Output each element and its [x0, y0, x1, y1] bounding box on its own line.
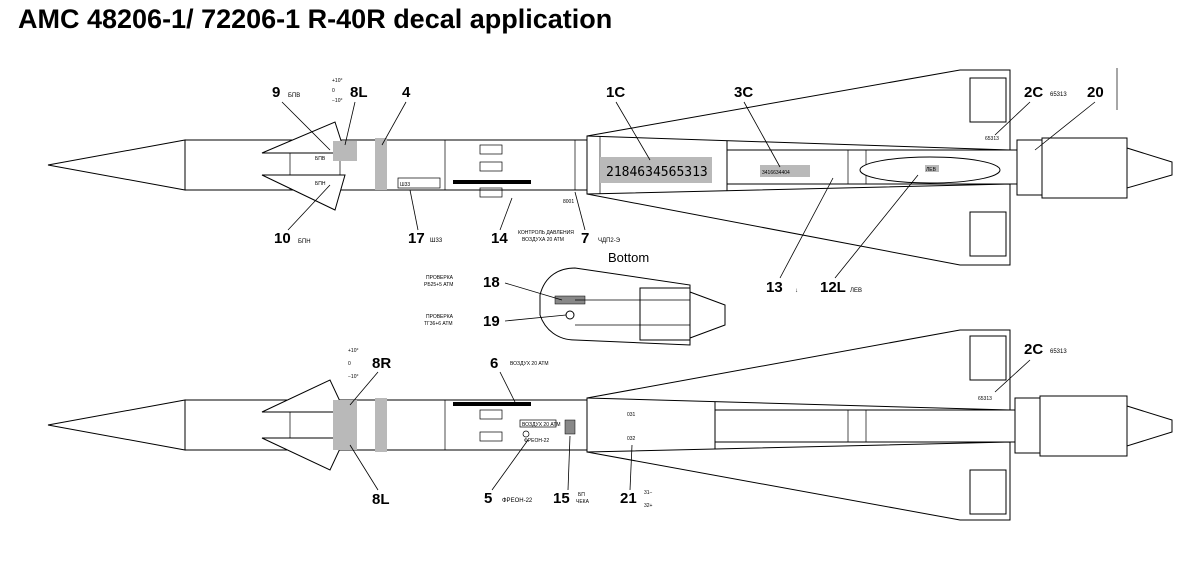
callout-12L-text: ЛЕВ [850, 288, 862, 294]
callout-19-number: 19 [483, 313, 500, 330]
decal-031: 031 [627, 412, 636, 418]
canard-lower-lower [261, 437, 346, 471]
decal-bpn: БПН [315, 181, 326, 187]
canard-upper-top [261, 121, 346, 154]
angle-mark-minus-lower: −10° [348, 374, 358, 380]
decal-sh: Ш33 [400, 182, 410, 188]
callout-5-number: 5 [484, 490, 492, 507]
callout-18-text-line2: РБ25+5 АТМ [424, 282, 453, 288]
wing-lower-top [586, 183, 1011, 266]
nose-cone-lower [47, 399, 186, 451]
callout-13-number: 13 [766, 279, 783, 296]
decal-12L-text: ЛЕВ [926, 167, 937, 173]
callout-14-number: 14 [491, 230, 508, 247]
rudder-upper-top [969, 77, 1007, 123]
callout-9-text: БПВ [288, 93, 300, 99]
callout-8L-lower-number: 8L [372, 491, 390, 508]
callout-2C-top-number: 2C [1024, 84, 1043, 101]
decal-12L-panel [925, 165, 939, 172]
callouts-bottom-detail: ПРОВЕРКА РБ25+5 АТМ 18 ПРОВЕРКА ТГ36+6 А… [424, 274, 567, 330]
callout-15-number: 15 [553, 490, 570, 507]
callout-21-number: 21 [620, 490, 637, 507]
missile-bottom-detail [539, 267, 726, 346]
wing-upper-lower [586, 329, 1011, 411]
page-title: AMC 48206-1/ 72206-1 R-40R decal applica… [18, 4, 613, 34]
callout-10-text: БПН [298, 239, 311, 245]
decal-1C-serial: 2184634565313 [606, 165, 708, 180]
decal-bpv: БПВ [315, 156, 326, 162]
decal-freon: ФРЕОН-22 [524, 438, 549, 444]
callout-15-text-line2: ЧЕКА [576, 499, 590, 505]
nose-cone-top [47, 139, 186, 191]
decal-band-8L [333, 141, 357, 161]
canard-lower-top [261, 174, 346, 211]
decal-2C-tail-number-top: 65313 [985, 136, 999, 142]
decal-band-4 [375, 138, 387, 190]
decal-8001: 8001 [563, 199, 574, 205]
decal-3C-serial: 3416634404 [762, 170, 790, 176]
missile-top-view: 2184634565313 3416634404 ЛЕВ 65313 БПВ Б… [47, 68, 1173, 266]
wing-upper-top [586, 69, 1011, 151]
callout-1C-number: 1C [606, 84, 625, 101]
callout-19-text-line2: ТГ36+6 АТМ [424, 321, 453, 327]
callout-21-text-line2: 32+ [644, 503, 653, 509]
callout-9-number: 9 [272, 84, 280, 101]
angle-mark-minus-top: −10° [332, 98, 342, 104]
callout-12L-number: 12L [820, 279, 846, 296]
callout-19-text-line1: ПРОВЕРКА [426, 314, 454, 320]
decal-032: 032 [627, 436, 636, 442]
callout-10-number: 10 [274, 230, 291, 247]
callout-6-text: ВОЗДУХ 20 АТМ [510, 361, 549, 367]
callout-2C-lower-number: 2C [1024, 341, 1043, 358]
callout-7-number: 7 [581, 230, 589, 247]
callout-7-text: ЧДП2-Э [598, 238, 621, 244]
callout-18-number: 18 [483, 274, 500, 291]
wing-lower-lower [586, 441, 1011, 521]
missile-lower-view: ВОЗДУХ 20 АТМ ФРЕОН-22 031 032 65313 +10… [47, 329, 1173, 521]
callout-2C-lower-text: 65313 [1050, 349, 1067, 355]
callouts-lower: 8R 6 ВОЗДУХ 20 АТМ 2C 65313 8L 5 ФРЕОН-2… [349, 341, 1067, 509]
callout-13-text: ↓ [795, 288, 798, 294]
tail-cone-top [1126, 147, 1173, 189]
callout-21-text-line1: 31− [644, 490, 653, 496]
angle-mark-plus-lower: +10° [348, 348, 358, 354]
callouts-top: 9 БПВ 8L 4 1C 3C 2C 65313 20 10 БПН 17 Ш… [272, 84, 1104, 296]
angle-mark-zero-top: 0 [332, 88, 335, 94]
callout-18-text-line1: ПРОВЕРКА [426, 275, 454, 281]
callout-17-text: Ш33 [430, 238, 443, 244]
callout-20-number: 20 [1087, 84, 1104, 101]
angle-mark-zero-lower: 0 [348, 361, 351, 367]
bottom-view-label: Bottom [608, 250, 650, 265]
callout-4-number: 4 [402, 84, 411, 101]
decal-2C-tail-number-lower: 65313 [978, 396, 992, 402]
callout-15-text-line1: БП [578, 492, 585, 498]
decal-vozduh: ВОЗДУХ 20 АТМ [522, 422, 561, 428]
decal-3C-panel [760, 165, 810, 177]
callout-14-text-line1: КОНТРОЛЬ ДАВЛЕНИЯ [518, 230, 574, 236]
decal-band-8R [333, 400, 357, 450]
callout-3C-number: 3C [734, 84, 753, 101]
rudder-lower-top [969, 211, 1007, 257]
angle-mark-plus-top: +10° [332, 78, 342, 84]
canard-upper-lower [261, 379, 346, 413]
callout-17-number: 17 [408, 230, 425, 247]
callout-6-number: 6 [490, 355, 498, 372]
callout-8R-number: 8R [372, 355, 391, 372]
callout-5-text: ФРЕОН-22 [502, 498, 533, 504]
callout-8L-top-number: 8L [350, 84, 368, 101]
callout-14-text-line2: ВОЗДУХА 20 АТМ [522, 237, 564, 243]
rear-section-top [1041, 137, 1128, 199]
decal-1C-panel [600, 157, 712, 183]
callout-2C-top-text: 65313 [1050, 92, 1067, 98]
